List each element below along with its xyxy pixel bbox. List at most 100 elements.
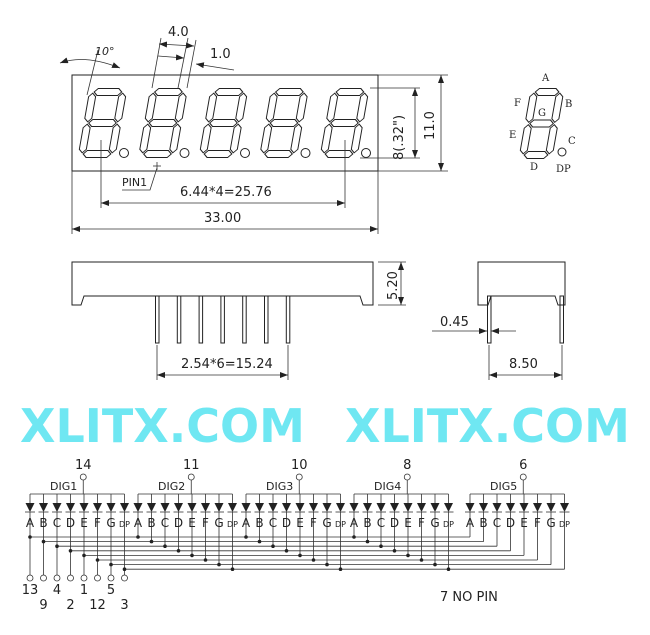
legend-label-b: B <box>565 99 572 110</box>
segment-b <box>174 92 187 123</box>
side-pin <box>198 295 204 344</box>
segment-e <box>260 123 273 154</box>
segment-pin-terminal[interactable] <box>80 574 88 582</box>
dim-line-digit-width <box>158 41 195 49</box>
legend-dp-circle <box>557 147 567 157</box>
segment-a <box>153 88 183 96</box>
digit-pitch-label: 6.44*4=25.76 <box>180 185 272 200</box>
led-diode-icon <box>533 503 542 512</box>
segment-g <box>269 119 299 127</box>
end-pin-left <box>487 295 492 344</box>
segment-pin-terminal[interactable] <box>53 574 61 582</box>
decimal-point <box>240 148 250 158</box>
segment-label-dp: DP <box>119 520 130 529</box>
led-diode-icon <box>133 503 143 512</box>
junction-dot <box>41 539 46 544</box>
ext-line <box>151 37 162 89</box>
segment-label-c: C <box>377 516 385 530</box>
side-body-outline <box>71 261 374 306</box>
side-pin <box>220 295 225 344</box>
junction-dot <box>257 539 262 544</box>
digit-label: DIG2 <box>158 480 185 493</box>
segment-f <box>84 92 97 123</box>
ext-line <box>186 39 197 89</box>
legend-label-a: A <box>541 73 550 84</box>
common-pin-number: 10 <box>291 458 308 473</box>
common-pin-terminal[interactable] <box>79 473 87 481</box>
segment-b <box>114 92 127 123</box>
led-diode-icon <box>465 503 475 512</box>
junction-dot <box>95 558 100 562</box>
led-diode-icon <box>376 503 386 512</box>
segment-f <box>144 92 157 123</box>
pin-width-label: 0.45 <box>440 315 469 330</box>
led-diode-icon <box>228 503 237 512</box>
digit-4 <box>260 88 308 158</box>
segment-label-dp: DP <box>335 520 346 529</box>
led-diode-icon <box>444 503 453 512</box>
segment-g <box>87 119 117 127</box>
segment-pin-terminal[interactable] <box>94 574 101 582</box>
segment-pin-number: 4 <box>53 583 61 598</box>
segment-label-c: C <box>161 516 169 530</box>
led-diode-icon <box>174 503 183 512</box>
segment-pin-terminal[interactable] <box>107 574 115 582</box>
led-diode-icon <box>492 503 502 512</box>
segment-pin-terminal[interactable] <box>40 574 47 582</box>
decimal-point <box>300 148 311 158</box>
common-pin-terminal[interactable] <box>519 473 527 481</box>
digit-1 <box>78 88 127 158</box>
segment-d <box>82 150 112 158</box>
segment-f <box>265 92 278 123</box>
pin1-leader <box>122 167 158 191</box>
segment-c <box>545 123 558 155</box>
digit-3 <box>199 88 248 158</box>
led-diode-icon <box>120 503 129 512</box>
digit-label: DIG1 <box>50 480 77 493</box>
led-diode-icon <box>52 503 62 512</box>
common-pin-number: 14 <box>75 458 92 473</box>
segment-d <box>263 150 294 158</box>
segment-pin-number: 5 <box>107 583 115 598</box>
segment-label-e: E <box>404 516 412 530</box>
legend-label-dp: DP <box>556 164 571 175</box>
dim-line-seg <box>157 54 185 61</box>
common-pin-number: 6 <box>519 458 527 473</box>
segment-d <box>203 150 233 158</box>
segment-label-c: C <box>269 516 277 530</box>
segment-pin-number: 12 <box>89 598 106 613</box>
common-pin-terminal[interactable] <box>295 473 303 481</box>
led-diode-icon <box>417 503 426 512</box>
segment-c <box>229 123 242 154</box>
segment-pin-terminal[interactable] <box>121 574 128 582</box>
segment-f <box>205 92 218 123</box>
common-pin-terminal[interactable] <box>403 473 411 481</box>
side-pin <box>285 295 291 344</box>
pin-pitch-label: 2.54*6=15.24 <box>181 357 273 372</box>
led-diode-icon <box>519 503 529 512</box>
legend-seven-segment <box>519 88 564 159</box>
led-diode-icon <box>241 503 251 512</box>
digit-label: DIG4 <box>374 480 401 493</box>
total-height-label: 11.0 <box>423 111 438 140</box>
segment-e <box>78 123 91 154</box>
segment-pin-terminal[interactable] <box>67 574 74 582</box>
segment-label-dp: DP <box>443 520 454 529</box>
led-diode-icon <box>25 503 35 512</box>
segment-pin-terminal[interactable] <box>26 574 34 582</box>
junction-dot <box>217 562 221 567</box>
side-pin <box>264 295 269 344</box>
segment-a <box>335 88 365 96</box>
segment-label-b: B <box>479 516 487 530</box>
segment-label-b: B <box>39 516 47 530</box>
segment-label-b: B <box>255 516 263 530</box>
junction-dot <box>284 549 289 553</box>
common-pin-terminal[interactable] <box>187 473 195 481</box>
junction-dot <box>271 544 275 548</box>
led-diode-icon <box>106 503 116 512</box>
segment-label-dp: DP <box>227 520 238 529</box>
